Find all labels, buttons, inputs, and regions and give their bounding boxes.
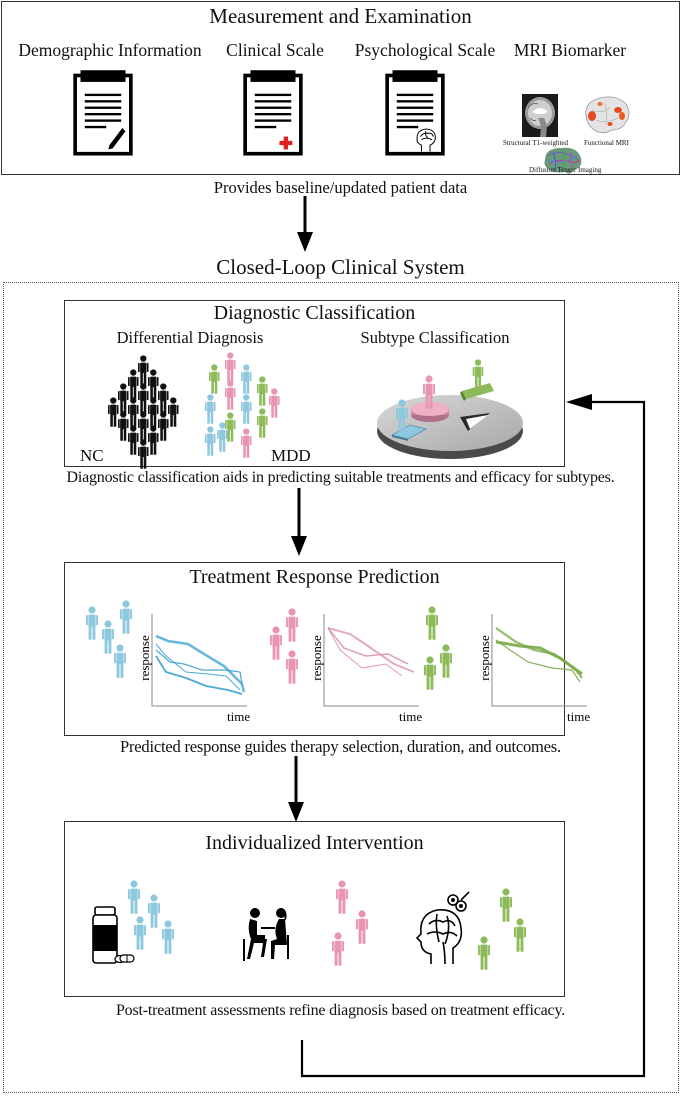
blue-subtype-response-group: response time xyxy=(86,600,250,724)
pink-patient-icon xyxy=(332,932,344,966)
measurement-item-mri-label: MRI Biomarker xyxy=(513,40,627,60)
green-patient-icon xyxy=(500,888,512,922)
blue-subtype-patient-icon xyxy=(102,620,114,654)
response-trajectory-line xyxy=(155,655,243,695)
mri-dti-label: Diffusion Tensor Imaging xyxy=(529,166,602,174)
time-axis-label: time xyxy=(399,709,422,724)
pink-subtype-response-group: response time xyxy=(270,608,422,724)
response-axis-label: response xyxy=(477,635,492,681)
response-time-axes xyxy=(323,614,419,707)
green-patient-group-icon xyxy=(478,888,526,970)
green-subtype-patient-icon xyxy=(424,656,436,690)
measurement-item-psychological-label: Psychological Scale xyxy=(354,40,496,60)
response-trajectory-line xyxy=(155,649,243,685)
blue-patient-icon xyxy=(148,894,160,928)
pink-subtype-patient-icon xyxy=(286,650,298,684)
response-trajectory-line xyxy=(495,639,581,683)
measurement-item-demographic-label: Demographic Information xyxy=(18,40,202,60)
activation-brain-surface-icon xyxy=(585,96,630,134)
sagittal-mri-slice-icon xyxy=(522,94,558,137)
arrow-caption-baseline-data: Provides baseline/updated patient data xyxy=(213,178,468,197)
blue-patient-icon xyxy=(134,916,146,950)
mri-structural-label: Structural T1-weighted xyxy=(503,139,568,147)
blue-subtype-patient-icon xyxy=(120,600,132,634)
blue-subtype-patient-icon xyxy=(86,606,98,640)
time-axis-label: time xyxy=(567,709,590,724)
tractography-brain-icon xyxy=(544,147,582,174)
subtype-classification-label: Subtype Classification xyxy=(360,328,510,347)
mri-functional-label: Functional MRI xyxy=(584,139,629,147)
prediction-title: Treatment Response Prediction xyxy=(189,566,440,588)
response-trajectory-line xyxy=(327,627,403,677)
down-arrow-icon xyxy=(291,488,307,556)
prediction-caption: Predicted response guides therapy select… xyxy=(120,737,561,756)
diagnostic-title: Diagnostic Classification xyxy=(213,302,416,324)
response-trajectory-line xyxy=(327,627,409,665)
pink-subtype-patient-icon xyxy=(270,626,282,660)
pink-patient-icon xyxy=(356,910,368,944)
response-time-axes xyxy=(151,614,247,707)
response-trajectory-line xyxy=(495,627,583,679)
green-subtype-response-group: response time xyxy=(424,606,590,724)
green-patient-icon xyxy=(478,936,490,970)
system-title: Closed-Loop Clinical System xyxy=(216,255,465,279)
measurement-title: Measurement and Examination xyxy=(209,4,472,28)
pink-patient-icon xyxy=(336,880,348,914)
nc-label: NC xyxy=(80,446,104,465)
response-trajectory-line xyxy=(155,643,241,691)
medication-bottle-icon xyxy=(92,906,135,964)
measurement-item-clinical-label: Clinical Scale xyxy=(226,40,324,60)
green-subtype-patient-icon xyxy=(440,644,452,678)
response-axis-label: response xyxy=(309,635,324,681)
clipboard-brain-icon xyxy=(385,70,445,156)
pink-subtype-patient-icon xyxy=(286,608,298,642)
green-subtype-patient-icon xyxy=(426,606,438,640)
intervention-title: Individualized Intervention xyxy=(205,832,424,854)
differential-diagnosis-label: Differential Diagnosis xyxy=(116,328,264,347)
diagnostic-caption: Diagnostic classification aids in predic… xyxy=(66,469,615,486)
response-trajectory-line xyxy=(495,640,583,676)
blue-patient-icon xyxy=(162,920,174,954)
psychotherapy-session-icon xyxy=(243,908,289,961)
brain-stimulation-icon xyxy=(415,891,470,965)
prediction-panel xyxy=(64,562,565,736)
clipboard-pen-icon xyxy=(73,70,133,156)
green-patient-icon xyxy=(514,918,526,952)
pink-patient-group-icon xyxy=(332,880,368,966)
blue-patient-group-icon xyxy=(128,880,174,954)
response-time-axes xyxy=(491,614,587,707)
intervention-caption: Post-treatment assessments refine diagno… xyxy=(115,1002,565,1019)
down-arrow-icon xyxy=(297,196,313,252)
time-axis-label: time xyxy=(227,709,250,724)
blue-subtype-patient-icon xyxy=(114,644,126,678)
subtype-pie-icon xyxy=(377,359,523,459)
closed-loop-system-frame xyxy=(3,282,679,1093)
clipboard-medical-cross-icon xyxy=(243,70,303,156)
response-trajectory-line xyxy=(327,627,415,673)
mdd-label: MDD xyxy=(271,446,311,465)
down-arrow-icon xyxy=(288,756,304,822)
response-axis-label: response xyxy=(137,635,152,681)
blue-patient-icon xyxy=(128,880,140,914)
